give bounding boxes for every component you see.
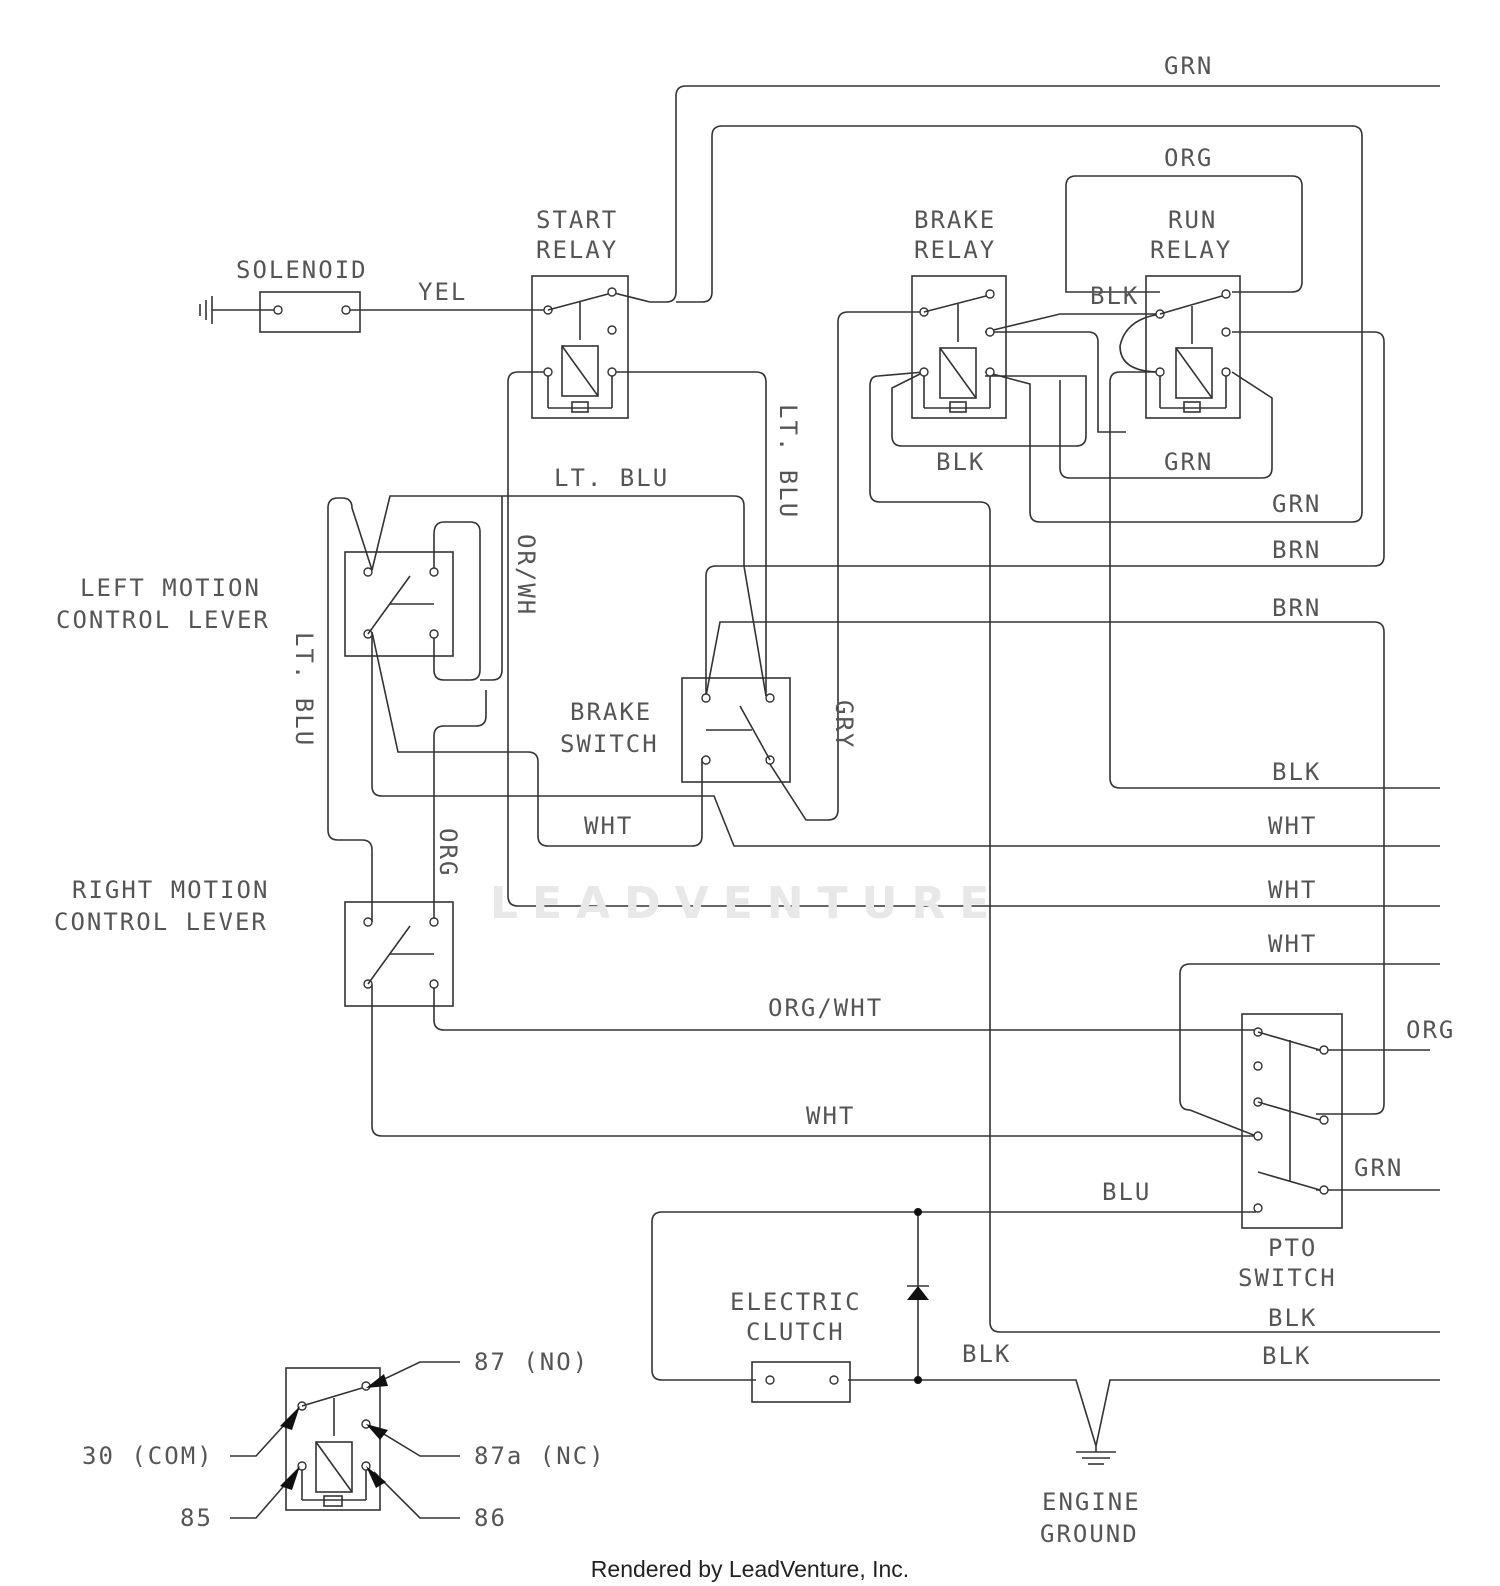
engine-ground-label: GROUND: [1040, 1520, 1139, 1548]
brake-relay: [911, 275, 1007, 419]
engine-ground-label: ENGINE: [1042, 1488, 1141, 1516]
brake-switch-label: SWITCH: [560, 730, 659, 758]
wire-label: GRN: [1164, 448, 1213, 476]
wire-wht-bottom: [371, 984, 1256, 1137]
wire-label: GRN: [1272, 490, 1321, 518]
wire-label-vertical: LT. BLU: [774, 404, 802, 519]
wire-label: WHT: [1268, 930, 1317, 958]
legend-30-com: 30 (COM): [82, 1442, 214, 1470]
wire-org-wht: [433, 984, 1256, 1031]
legend-87a-nc: 87a (NC): [474, 1442, 606, 1470]
wire-label-vertical: OR/WH: [512, 534, 540, 616]
wire-label-vertical: LT. BLU: [290, 632, 318, 747]
wire-label: WHT: [1268, 876, 1317, 904]
wire-label: GRN: [1164, 52, 1213, 80]
wire-label: WHT: [1268, 812, 1317, 840]
wire-label: WHT: [584, 812, 633, 840]
run-relay-label: RELAY: [1150, 236, 1232, 264]
wire-label: BRN: [1272, 536, 1321, 564]
pto-switch-label: SWITCH: [1238, 1264, 1337, 1292]
wire-label: WHT: [806, 1102, 855, 1130]
wire-label: GRN: [1354, 1154, 1403, 1182]
diode: [907, 1285, 929, 1300]
ground-symbol-solenoid: [199, 296, 213, 324]
wire-org-top: [1065, 175, 1303, 293]
wire-start-coil: [507, 371, 1440, 907]
wire-lt-blu-left: [327, 497, 373, 922]
legend-85: 85: [180, 1504, 213, 1532]
wire-label: BLK: [1262, 1342, 1311, 1370]
solenoid-label: SOLENOID: [236, 256, 368, 284]
wire-label: ORG/WHT: [768, 994, 883, 1022]
wire-grn-top: [609, 85, 1440, 303]
wire-label: ORG: [1406, 1016, 1455, 1044]
wire-left-lower-b: [371, 632, 1440, 847]
pto-switch-label: PTO: [1268, 1234, 1317, 1262]
wire-label: BLK: [936, 448, 985, 476]
electric-clutch: [751, 1361, 851, 1403]
wire-lt-blu-h: [371, 495, 767, 697]
wire-blk-run: [984, 313, 1162, 333]
wire-gry: [765, 311, 924, 821]
wire-org-v: [433, 690, 487, 922]
junction-dot: [914, 1376, 922, 1384]
brake-switch-label: BRAKE: [570, 698, 652, 726]
wire-brake-coil-a: [891, 371, 1087, 447]
wire-label-vertical: ORG: [434, 828, 462, 877]
start-relay-label: RELAY: [536, 236, 618, 264]
wire-blk-clutch: [848, 1379, 1440, 1447]
right-lever-label: RIGHT MOTION: [72, 876, 269, 904]
wire-brn-2: [705, 621, 1385, 1115]
wire-label: BLK: [1090, 282, 1139, 310]
brake-switch: [681, 677, 791, 783]
wire-brake-coil-b: [869, 371, 1440, 1333]
pto-switch: [1241, 1013, 1343, 1229]
wire-label: BRN: [1272, 594, 1321, 622]
wire-label: BLK: [1272, 758, 1321, 786]
wire-label: BLK: [1268, 1304, 1317, 1332]
wire-label-vertical: GRY: [830, 700, 858, 749]
run-relay-label: RUN: [1168, 206, 1217, 234]
right-motion-lever-switch: [344, 901, 454, 1007]
wire-blu: [651, 1211, 1256, 1381]
wire-run-coil-left: [1109, 371, 1440, 789]
wire-label: BLU: [1102, 1178, 1151, 1206]
left-lever-label: CONTROL LEVER: [56, 606, 270, 634]
start-relay-label: START: [536, 206, 618, 234]
left-lever-label: LEFT MOTION: [80, 574, 261, 602]
ground-symbol-engine: [1076, 1451, 1116, 1465]
brake-relay-label: RELAY: [914, 236, 996, 264]
wire-brn-1: [705, 331, 1385, 696]
wire-blk-run-2: [985, 331, 1126, 433]
wire-label: LT. BLU: [554, 464, 669, 492]
wire-left-lower-a: [371, 631, 703, 847]
watermark: LEADVENTURE: [490, 878, 1004, 929]
wire-run-loop: [1119, 313, 1163, 373]
wire-label: ORG: [1164, 144, 1213, 172]
legend-87-no: 87 (NO): [474, 1348, 589, 1376]
left-motion-lever-switch: [344, 551, 454, 657]
relay-legend-symbol: [230, 1361, 460, 1519]
legend-86: 86: [474, 1504, 507, 1532]
wire-label: BLK: [962, 1340, 1011, 1368]
wire-lt-blu-v: [610, 371, 767, 696]
right-lever-label: CONTROL LEVER: [54, 908, 268, 936]
wire-or-wh: [433, 521, 481, 681]
start-relay: [531, 275, 629, 419]
wire-or-wh-2: [480, 496, 503, 681]
wire-grn-run: [1059, 371, 1273, 479]
electric-clutch-label: ELECTRIC: [730, 1288, 862, 1316]
electric-clutch-label: CLUTCH: [746, 1318, 845, 1346]
junction-dot: [914, 1208, 922, 1216]
wire-label: YEL: [418, 278, 467, 306]
wires: [212, 85, 1440, 1452]
footer-credit: Rendered by LeadVenture, Inc.: [590, 1556, 910, 1582]
run-relay: [1145, 275, 1241, 419]
brake-relay-label: BRAKE: [914, 206, 996, 234]
solenoid: [259, 291, 361, 333]
wire-grn-loop: [676, 125, 1363, 523]
wire-wht-3: [1179, 963, 1440, 1137]
